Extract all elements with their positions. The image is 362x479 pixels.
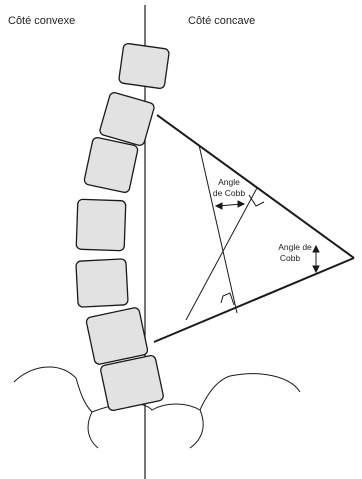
cobb-construction [154,115,354,342]
lower-endplate-line [154,258,354,342]
perpendicular-upper [199,145,237,313]
upper-endplate-line [157,115,354,258]
right-angle-mark-lower [221,293,234,305]
convex-side-label: Côté convexe [8,15,75,27]
cobb-angle-outer-label-2: Cobb [280,253,301,263]
vertebra [84,137,139,194]
cobb-angle-inner-label: Angle [218,177,240,187]
right-angle-mark-upper [249,195,264,206]
concave-side-label: Côté concave [188,15,255,27]
cobb-angle-outer-label: Angle de [278,242,312,252]
arrow-head-left [216,203,222,209]
arrow-head-right [238,201,244,207]
arrow-head-up [313,246,319,252]
spine [76,43,170,411]
cobb-angle-inner-label-2: de Cobb [213,188,245,198]
vertebra [118,43,169,89]
vertebra [99,92,155,147]
vertebra [86,307,149,365]
vertebra [100,355,164,412]
arrow-head-down [313,266,319,272]
vertebra [76,259,128,308]
vertebra [76,199,126,251]
